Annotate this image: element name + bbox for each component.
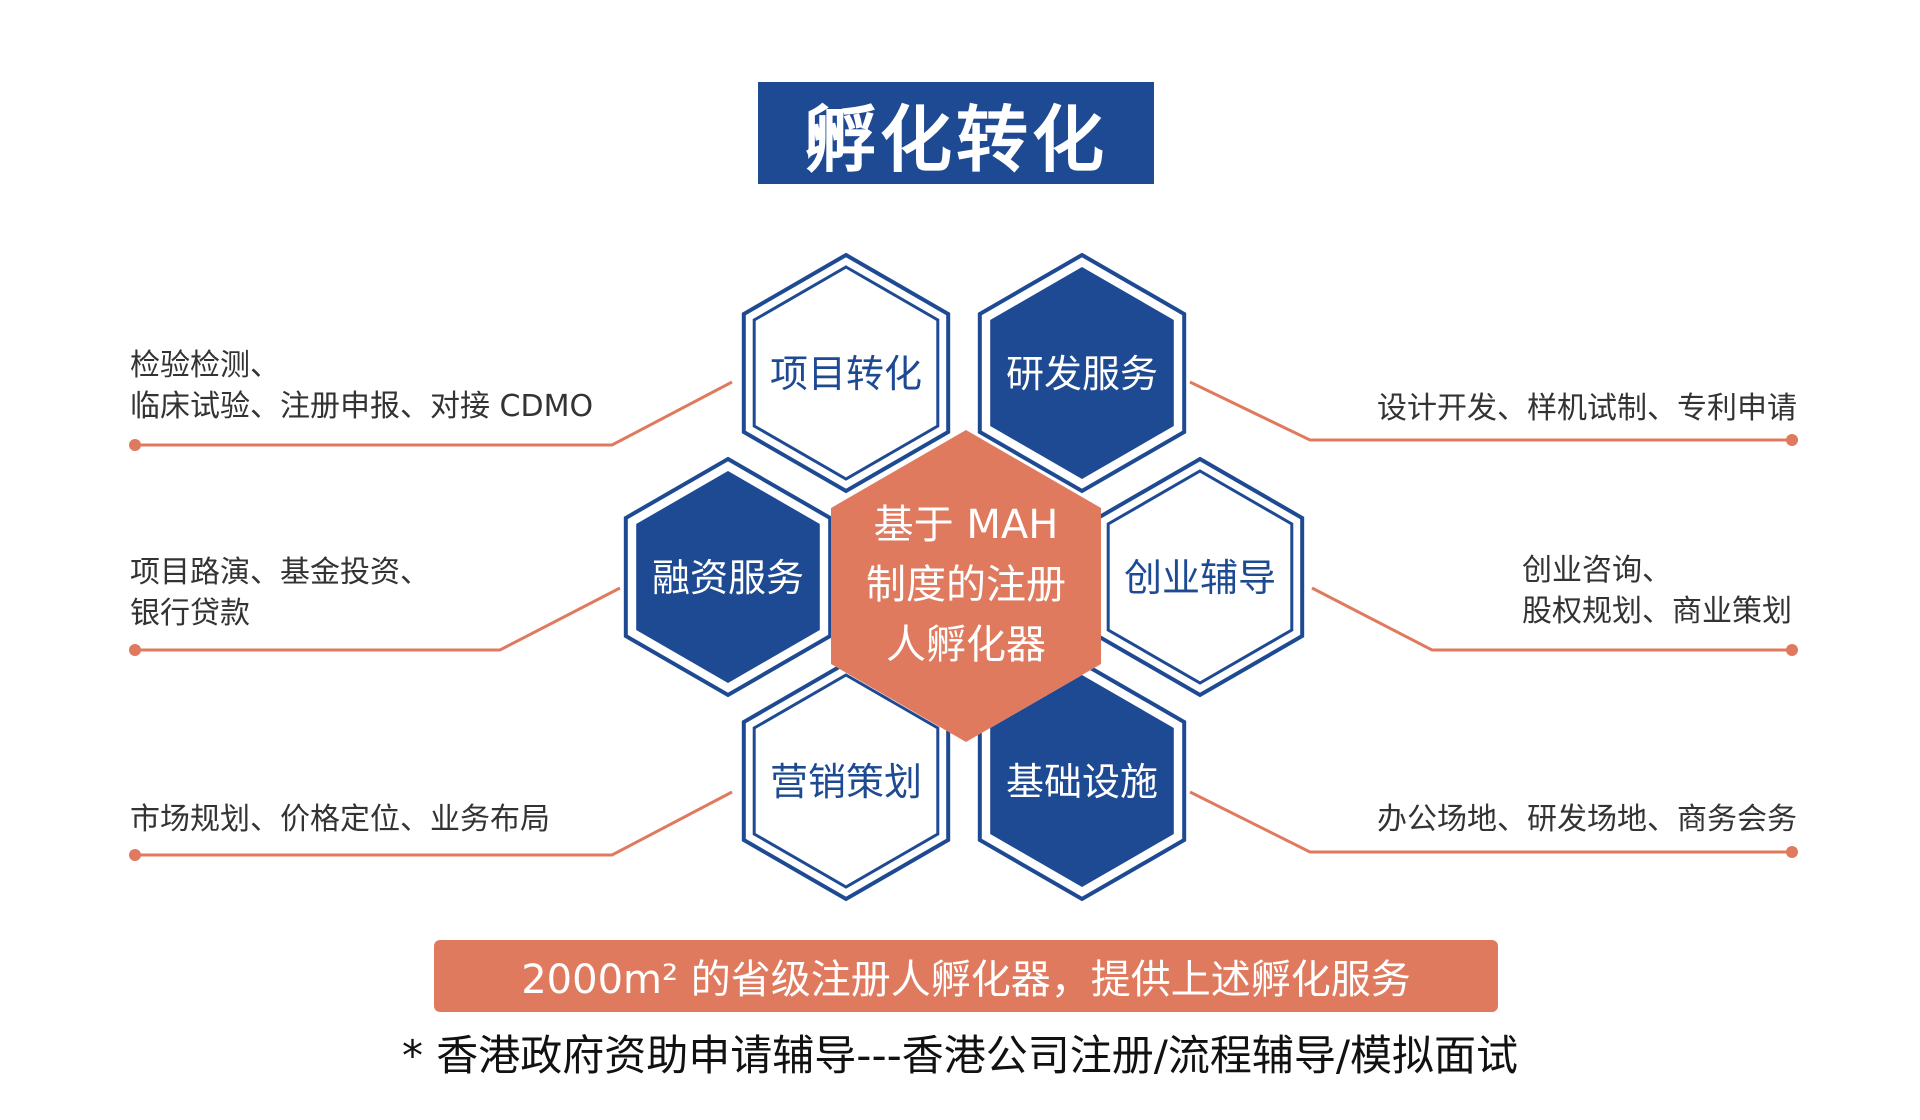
center-line-1: 基于 MAH bbox=[874, 502, 1059, 548]
connector-rnd bbox=[1189, 380, 1792, 442]
annotation-project-line-2: 临床试验、注册申报、对接 CDMO bbox=[130, 389, 593, 424]
title-banner: 孵化转化 bbox=[758, 82, 1154, 184]
summary-banner: 2000m² 的省级注册人孵化器，提供上述孵化服务 bbox=[434, 940, 1498, 1012]
center-line-3: 人孵化器 bbox=[886, 622, 1046, 668]
annotation-rnd-line-1: 设计开发、样机试制、专利申请 bbox=[1377, 391, 1797, 426]
hexagon-rnd-fill bbox=[990, 267, 1174, 479]
annotation-startup-line-2: 股权规划、商业策划 bbox=[1522, 594, 1792, 629]
connector-marketing bbox=[135, 790, 733, 857]
center-line-2: 制度的注册 bbox=[866, 562, 1066, 608]
dot-finance bbox=[129, 644, 141, 656]
connector-finance bbox=[135, 586, 621, 652]
hexagon-marketing-label: 营销策划 bbox=[770, 760, 922, 804]
hexagon-startup: 创业辅导 bbox=[1095, 456, 1305, 698]
annotation-marketing-line-1: 市场规划、价格定位、业务布局 bbox=[130, 802, 550, 837]
connector-lines bbox=[135, 380, 1792, 857]
annotation-finance-line-1: 项目路演、基金投资、 bbox=[130, 555, 430, 590]
hexagon-infra: 基础设施 bbox=[977, 660, 1187, 902]
hexagon-rnd-label: 研发服务 bbox=[1006, 352, 1158, 396]
dot-startup bbox=[1786, 644, 1798, 656]
annotation-startup-line-1: 创业咨询、 bbox=[1522, 553, 1672, 588]
dot-project bbox=[129, 439, 141, 451]
footnote: * 香港政府资助申请辅导---香港公司注册/流程辅导/模拟面试 bbox=[401, 1031, 1519, 1080]
hexagon-infra-fill bbox=[990, 675, 1174, 887]
annotation-finance-line-2: 银行贷款 bbox=[130, 596, 250, 631]
hexagon-startup-label: 创业辅导 bbox=[1124, 556, 1276, 600]
hexagon-finance-label: 融资服务 bbox=[652, 556, 804, 600]
connector-startup bbox=[1311, 586, 1792, 652]
hexagon-marketing-fill bbox=[752, 673, 940, 889]
hexagon-infra-label: 基础设施 bbox=[1006, 760, 1158, 804]
connector-project bbox=[135, 380, 733, 447]
hexagon-finance: 融资服务 bbox=[623, 456, 833, 698]
hexagon-marketing: 营销策划 bbox=[741, 660, 951, 902]
dot-marketing bbox=[129, 849, 141, 861]
summary-banner-text: 2000m² 的省级注册人孵化器，提供上述孵化服务 bbox=[521, 957, 1411, 1003]
hexagon-project-fill bbox=[752, 265, 940, 481]
page-title: 孵化转化 bbox=[803, 97, 1108, 182]
annotation-infra-line-1: 办公场地、研发场地、商务会务 bbox=[1377, 802, 1797, 837]
center-hexagon-shape bbox=[831, 430, 1101, 742]
connector-infra bbox=[1189, 790, 1792, 854]
hexagon-project-label: 项目转化 bbox=[770, 352, 922, 396]
hexagon-finance-fill bbox=[636, 471, 820, 683]
connector-dots bbox=[129, 434, 1798, 861]
center-hexagon: 基于 MAH 制度的注册 人孵化器 bbox=[831, 430, 1101, 742]
hexagon-startup-fill bbox=[1106, 469, 1294, 685]
annotation-project-line-1: 检验检测、 bbox=[130, 348, 280, 383]
hexagon-project: 项目转化 bbox=[741, 252, 951, 494]
dot-infra bbox=[1786, 846, 1798, 858]
hexagon-rnd: 研发服务 bbox=[977, 252, 1187, 494]
dot-rnd bbox=[1786, 434, 1798, 446]
